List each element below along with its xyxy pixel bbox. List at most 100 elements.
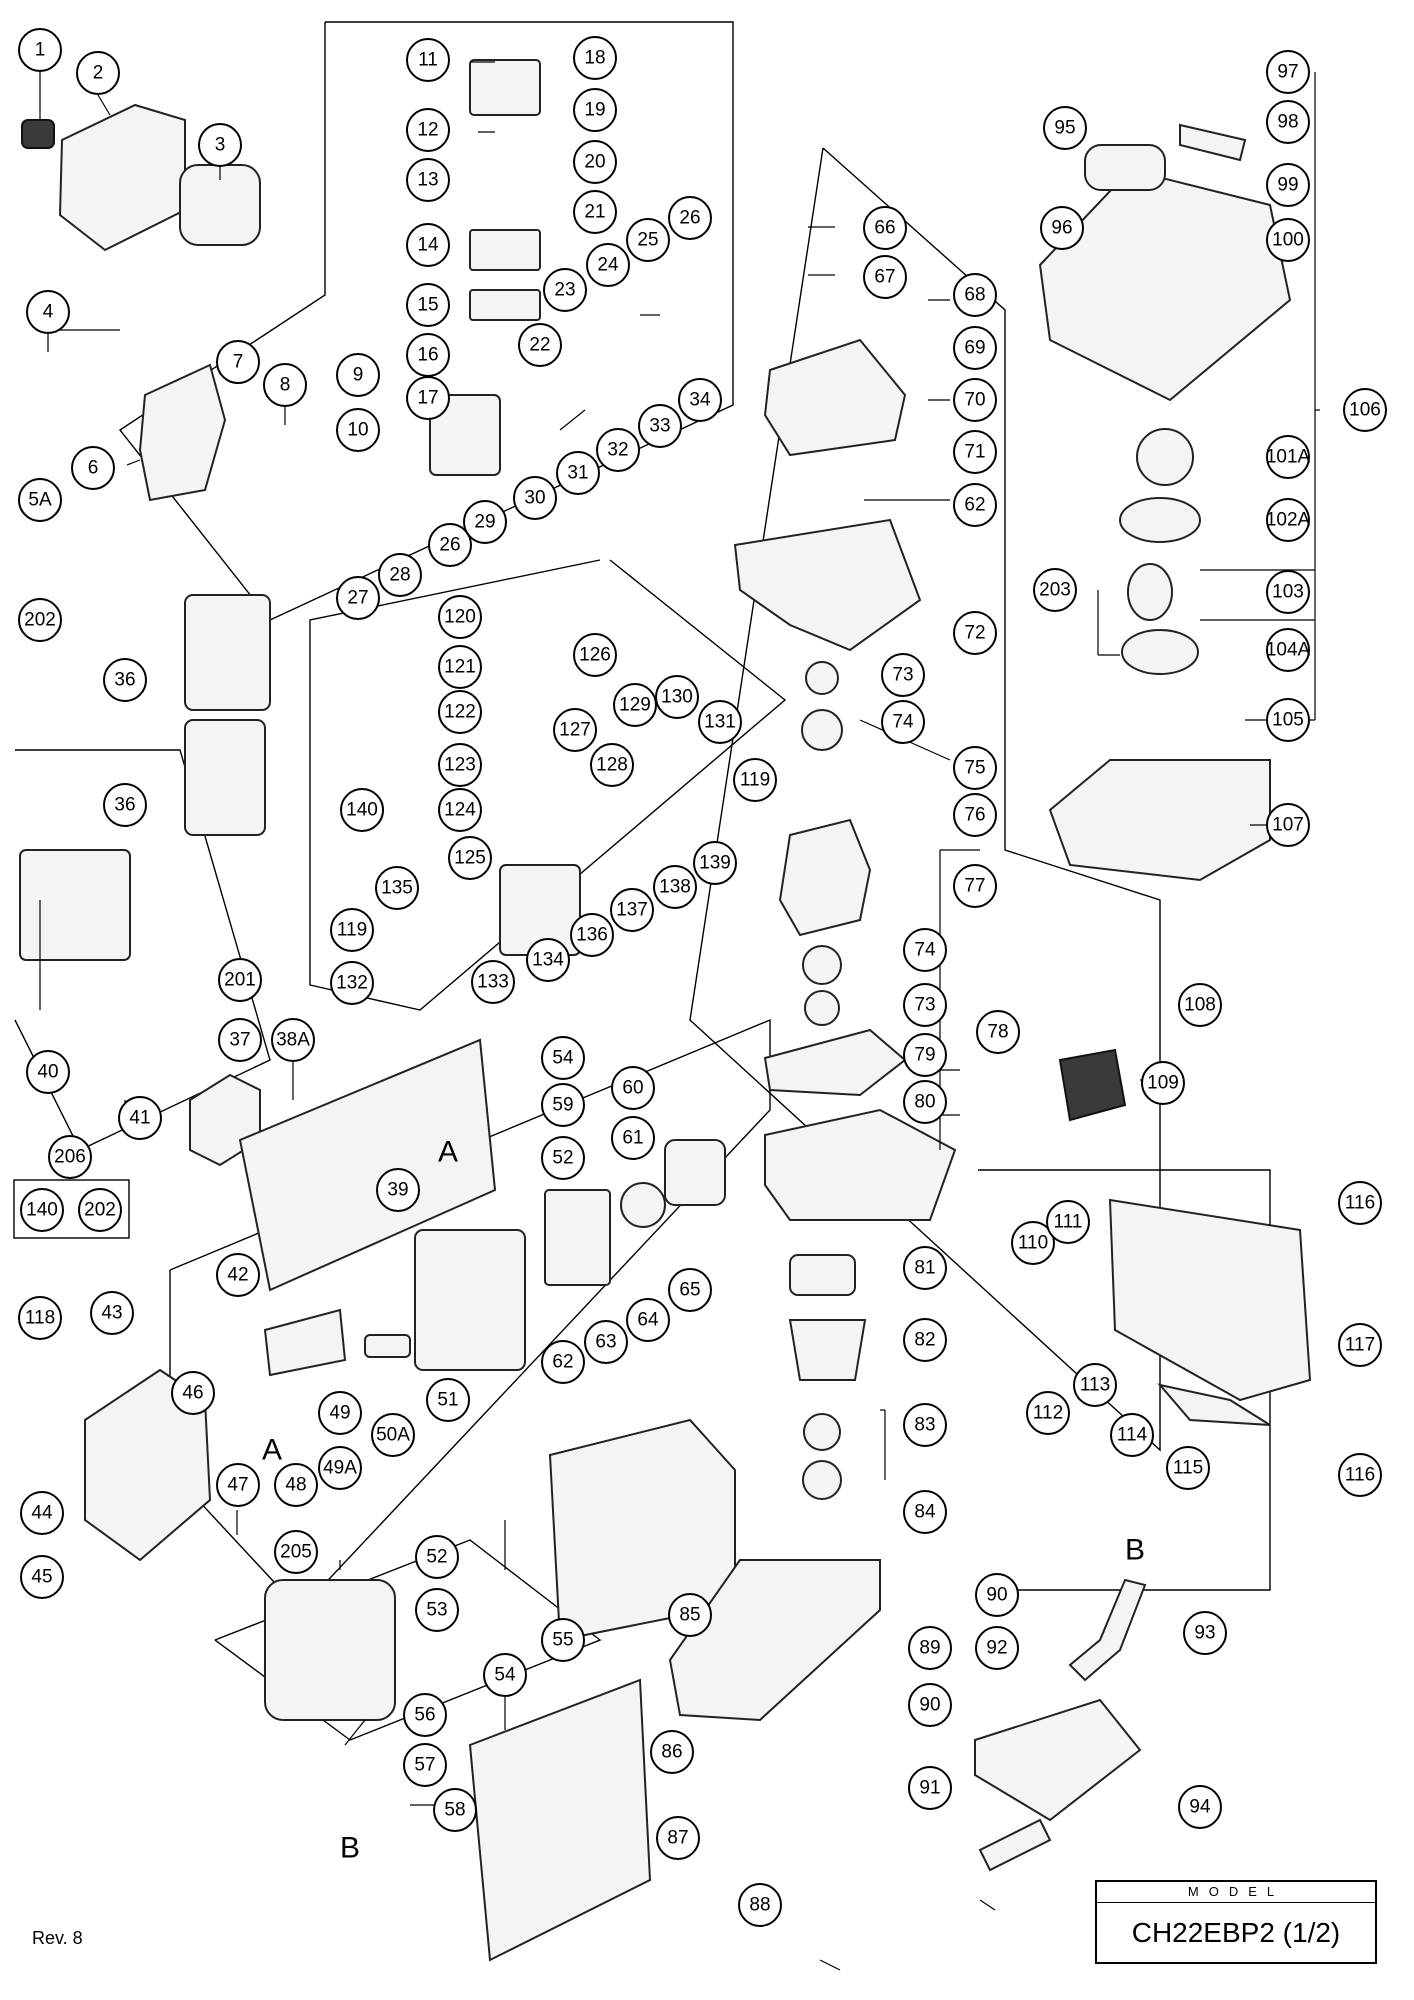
callout-84[interactable]: 84 [903, 1490, 947, 1534]
callout-6[interactable]: 6 [71, 446, 115, 490]
callout-73-bottom[interactable]: 73 [903, 983, 947, 1027]
callout-74-top[interactable]: 74 [881, 700, 925, 744]
callout-10[interactable]: 10 [336, 408, 380, 452]
callout-113[interactable]: 113 [1073, 1363, 1117, 1407]
callout-34[interactable]: 34 [678, 378, 722, 422]
callout-90-top[interactable]: 90 [975, 1573, 1019, 1617]
callout-61[interactable]: 61 [611, 1116, 655, 1160]
callout-1[interactable]: 1 [18, 28, 62, 72]
callout-114[interactable]: 114 [1110, 1413, 1154, 1457]
callout-131[interactable]: 131 [698, 700, 742, 744]
callout-17[interactable]: 17 [406, 376, 450, 420]
callout-22[interactable]: 22 [518, 323, 562, 367]
callout-8[interactable]: 8 [263, 363, 307, 407]
callout-139[interactable]: 139 [693, 841, 737, 885]
callout-4[interactable]: 4 [26, 290, 70, 334]
callout-136[interactable]: 136 [570, 913, 614, 957]
callout-135[interactable]: 135 [375, 866, 419, 910]
callout-125[interactable]: 125 [448, 836, 492, 880]
callout-69[interactable]: 69 [953, 326, 997, 370]
callout-110[interactable]: 110 [1011, 1221, 1055, 1265]
callout-49[interactable]: 49 [318, 1391, 362, 1435]
callout-104A[interactable]: 104A [1266, 628, 1311, 672]
callout-64[interactable]: 64 [626, 1298, 670, 1342]
callout-89[interactable]: 89 [908, 1626, 952, 1670]
callout-56[interactable]: 56 [403, 1693, 447, 1737]
callout-65[interactable]: 65 [668, 1268, 712, 1312]
callout-134[interactable]: 134 [526, 938, 570, 982]
callout-30[interactable]: 30 [513, 476, 557, 520]
callout-100[interactable]: 100 [1266, 218, 1310, 262]
callout-132[interactable]: 132 [330, 961, 374, 1005]
callout-112[interactable]: 112 [1026, 1391, 1070, 1435]
callout-118[interactable]: 118 [18, 1296, 62, 1340]
callout-68[interactable]: 68 [953, 273, 997, 317]
callout-109[interactable]: 109 [1141, 1061, 1185, 1105]
callout-7[interactable]: 7 [216, 340, 260, 384]
callout-24[interactable]: 24 [586, 243, 630, 287]
callout-43[interactable]: 43 [90, 1291, 134, 1335]
callout-48[interactable]: 48 [274, 1463, 318, 1507]
callout-54-bottom[interactable]: 54 [483, 1653, 527, 1697]
callout-81[interactable]: 81 [903, 1246, 947, 1290]
callout-60[interactable]: 60 [611, 1066, 655, 1110]
callout-51[interactable]: 51 [426, 1378, 470, 1422]
callout-137[interactable]: 137 [610, 888, 654, 932]
callout-99[interactable]: 99 [1266, 163, 1310, 207]
callout-54-top[interactable]: 54 [541, 1036, 585, 1080]
callout-130[interactable]: 130 [655, 675, 699, 719]
callout-201[interactable]: 201 [218, 958, 262, 1002]
callout-18[interactable]: 18 [573, 36, 617, 80]
callout-62-top[interactable]: 62 [953, 483, 997, 527]
callout-83[interactable]: 83 [903, 1403, 947, 1447]
callout-2[interactable]: 2 [76, 51, 120, 95]
callout-28[interactable]: 28 [378, 553, 422, 597]
callout-128[interactable]: 128 [590, 743, 634, 787]
callout-108[interactable]: 108 [1178, 983, 1222, 1027]
callout-15[interactable]: 15 [406, 283, 450, 327]
callout-29[interactable]: 29 [463, 500, 507, 544]
callout-94[interactable]: 94 [1178, 1785, 1222, 1829]
callout-76[interactable]: 76 [953, 793, 997, 837]
callout-44[interactable]: 44 [20, 1491, 64, 1535]
callout-40[interactable]: 40 [26, 1050, 70, 1094]
callout-32[interactable]: 32 [596, 428, 640, 472]
callout-27[interactable]: 27 [336, 576, 380, 620]
callout-62-bottom[interactable]: 62 [541, 1340, 585, 1384]
callout-77[interactable]: 77 [953, 864, 997, 908]
callout-88[interactable]: 88 [738, 1883, 782, 1927]
callout-121[interactable]: 121 [438, 645, 482, 689]
callout-39[interactable]: 39 [376, 1168, 420, 1212]
callout-70[interactable]: 70 [953, 378, 997, 422]
callout-50A[interactable]: 50A [371, 1413, 415, 1457]
callout-55[interactable]: 55 [541, 1618, 585, 1662]
callout-102A[interactable]: 102A [1266, 498, 1311, 542]
callout-205[interactable]: 205 [274, 1530, 318, 1574]
callout-25[interactable]: 25 [626, 218, 670, 262]
callout-31[interactable]: 31 [556, 451, 600, 495]
callout-98[interactable]: 98 [1266, 100, 1310, 144]
callout-138[interactable]: 138 [653, 865, 697, 909]
callout-53[interactable]: 53 [415, 1588, 459, 1632]
callout-119-left[interactable]: 119 [330, 908, 374, 952]
callout-111[interactable]: 111 [1046, 1200, 1090, 1244]
callout-66[interactable]: 66 [863, 206, 907, 250]
callout-3[interactable]: 3 [198, 123, 242, 167]
callout-203[interactable]: 203 [1033, 568, 1077, 612]
callout-129[interactable]: 129 [613, 683, 657, 727]
callout-116-bottom[interactable]: 116 [1338, 1453, 1382, 1497]
callout-52-top[interactable]: 52 [541, 1136, 585, 1180]
callout-67[interactable]: 67 [863, 255, 907, 299]
callout-202-main[interactable]: 202 [18, 598, 62, 642]
callout-19[interactable]: 19 [573, 88, 617, 132]
callout-120[interactable]: 120 [438, 595, 482, 639]
callout-23[interactable]: 23 [543, 268, 587, 312]
callout-46[interactable]: 46 [171, 1371, 215, 1415]
callout-75[interactable]: 75 [953, 746, 997, 790]
callout-126[interactable]: 126 [573, 633, 617, 677]
callout-26-top[interactable]: 26 [668, 196, 712, 240]
callout-45[interactable]: 45 [20, 1555, 64, 1599]
callout-133[interactable]: 133 [471, 960, 515, 1004]
callout-37[interactable]: 37 [218, 1018, 262, 1062]
callout-71[interactable]: 71 [953, 430, 997, 474]
